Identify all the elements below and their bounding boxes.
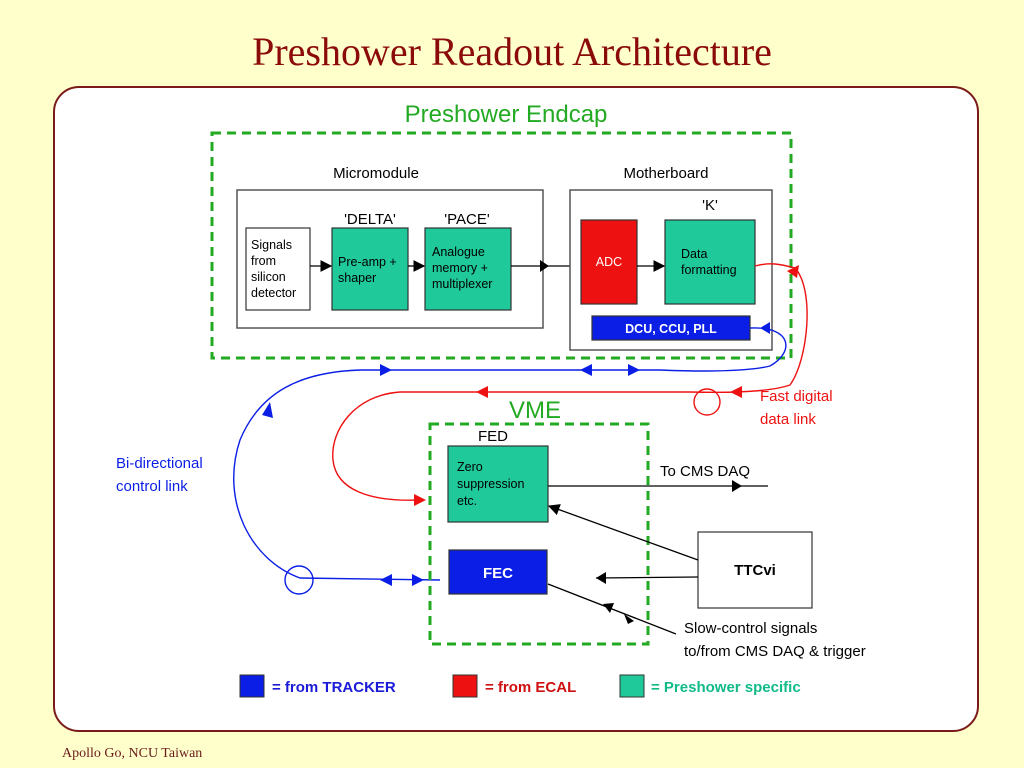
control-link-arrowhead-5 <box>262 402 273 418</box>
control-link-arrowhead-7 <box>412 574 424 586</box>
analogue-line-3: multiplexer <box>432 277 492 291</box>
adc-text: ADC <box>596 255 622 269</box>
control-link-arrowhead-2 <box>380 364 392 376</box>
fec-text: FEC <box>483 565 513 582</box>
adc-box <box>580 219 638 305</box>
endcap-dashed-box <box>210 131 793 360</box>
bidirectional-control-link-line <box>233 327 787 581</box>
delta-label: 'DELTA' <box>344 211 396 228</box>
signals-line-2: from <box>251 254 276 268</box>
zero-line-1: Zero <box>457 460 483 474</box>
analogue-line-2: memory + <box>432 261 488 275</box>
preamp-box <box>331 227 409 311</box>
fast-link-loop-circle <box>693 388 721 416</box>
pace-label: 'PACE' <box>444 211 490 228</box>
slow-control-line <box>547 583 677 635</box>
control-link-loop-circle <box>284 565 314 595</box>
signals-line-1: Signals <box>251 238 292 252</box>
slide-title: Preshower Readout Architecture <box>252 29 772 74</box>
legend-tracker-swatch <box>239 674 265 698</box>
signals-box <box>245 227 311 311</box>
footer-credit: Apollo Go, NCU Taiwan <box>62 746 203 761</box>
bidirectional-label-1: Bi-directional <box>116 455 203 472</box>
data-formatting-line-1: Data <box>681 247 707 261</box>
zero-suppression-box <box>447 445 549 523</box>
fast-link-arrowhead-3 <box>476 386 488 398</box>
arrow-ttcvi-to-fed <box>547 504 699 561</box>
zero-line-2: suppression <box>457 477 524 491</box>
analogue-line-1: Analogue <box>432 245 485 259</box>
vme-dashed-box <box>428 422 650 646</box>
legend-ecal-text: = from ECAL <box>485 679 576 696</box>
zero-line-3: etc. <box>457 494 477 508</box>
slow-control-arrowhead-2 <box>624 614 634 624</box>
fast-link-arrowhead-2 <box>730 386 742 398</box>
fed-label: FED <box>478 428 508 445</box>
legend-tracker-text: = from TRACKER <box>272 679 396 696</box>
fast-link-arrowhead-1 <box>787 265 799 278</box>
vme-title: VME <box>509 397 561 424</box>
dcu-text: DCU, CCU, PLL <box>625 322 717 336</box>
to-cms-daq-arrowhead <box>732 480 742 492</box>
slow-control-label-1: Slow-control signals <box>684 620 817 637</box>
arrow-mid-marker-1 <box>540 260 549 272</box>
signals-line-4: detector <box>251 286 296 300</box>
signals-line-3: silicon <box>251 270 286 284</box>
slow-control-label-2: to/from CMS DAQ & trigger <box>684 643 866 660</box>
micromodule-label: Micromodule <box>333 165 419 182</box>
ttcvi-fec-arrowhead <box>596 572 606 584</box>
control-link-arrowhead-6 <box>380 574 392 586</box>
fec-box <box>448 549 548 595</box>
arrow-ttcvi-to-fec <box>595 576 699 579</box>
control-link-arrowhead-4 <box>628 364 640 376</box>
analogue-box <box>424 227 512 311</box>
slow-control-arrowhead-1 <box>603 603 614 613</box>
to-cms-daq-label: To CMS DAQ <box>660 463 750 480</box>
control-link-arrowhead-3 <box>580 364 592 376</box>
preamp-line-1: Pre-amp + <box>338 255 397 269</box>
endcap-title: Preshower Endcap <box>405 101 608 128</box>
legend-preshower-text: = Preshower specific <box>651 679 801 696</box>
legend-ecal-swatch <box>452 674 478 698</box>
data-formatting-box <box>664 219 756 305</box>
fast-link-arrowhead-4 <box>414 494 426 506</box>
data-formatting-line-2: formatting <box>681 263 737 277</box>
k-label: 'K' <box>702 197 718 214</box>
fast-link-label-1: Fast digital <box>760 388 833 405</box>
control-link-arrowhead-1 <box>760 322 770 334</box>
legend-preshower-swatch <box>619 674 645 698</box>
bidirectional-label-2: control link <box>116 478 188 495</box>
ttcvi-text: TTCvi <box>734 562 776 579</box>
ttcvi-box <box>697 531 813 609</box>
fast-link-label-2: data link <box>760 411 816 428</box>
preamp-line-2: shaper <box>338 271 376 285</box>
motherboard-label: Motherboard <box>623 165 708 182</box>
